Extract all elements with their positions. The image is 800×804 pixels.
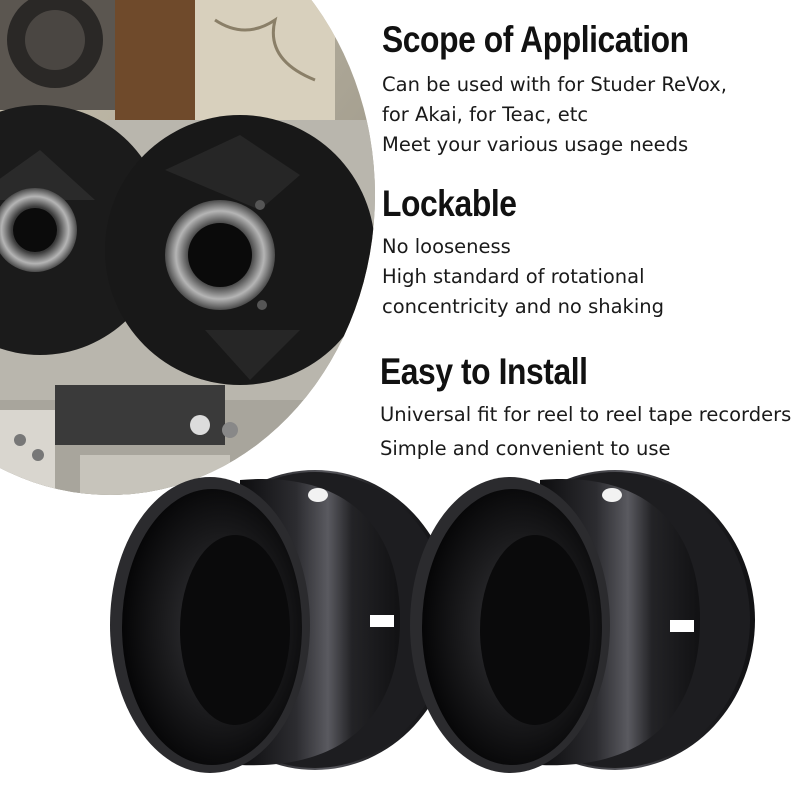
- feature-line: for Akai, for Teac, etc: [382, 103, 589, 126]
- product-images: [100, 460, 800, 800]
- feature-line: No looseness: [382, 235, 511, 258]
- section-heading: Scope of Application: [382, 19, 689, 60]
- feature-line: Can be used with for Studer ReVox,: [382, 73, 727, 96]
- section-scope: Scope of Application Can be used with fo…: [382, 18, 739, 160]
- feature-line: Universal fit for reel to reel tape reco…: [380, 403, 792, 426]
- feature-line: concentricity and no shaking: [382, 295, 664, 318]
- reel-adapter-left: [110, 470, 455, 773]
- section-install: Easy to Install Universal fit for reel t…: [380, 350, 791, 466]
- reel-adapter-right: [410, 470, 755, 773]
- section-heading: Easy to Install: [380, 351, 588, 392]
- section-heading: Lockable: [382, 183, 517, 224]
- feature-line: Meet your various usage needs: [382, 133, 689, 156]
- feature-line: Simple and convenient to use: [380, 437, 671, 460]
- feature-line: High standard of rotational: [382, 265, 645, 288]
- tape-recorder-photo: [0, 0, 380, 500]
- section-lockable: Lockable No looseness High standard of r…: [382, 182, 664, 322]
